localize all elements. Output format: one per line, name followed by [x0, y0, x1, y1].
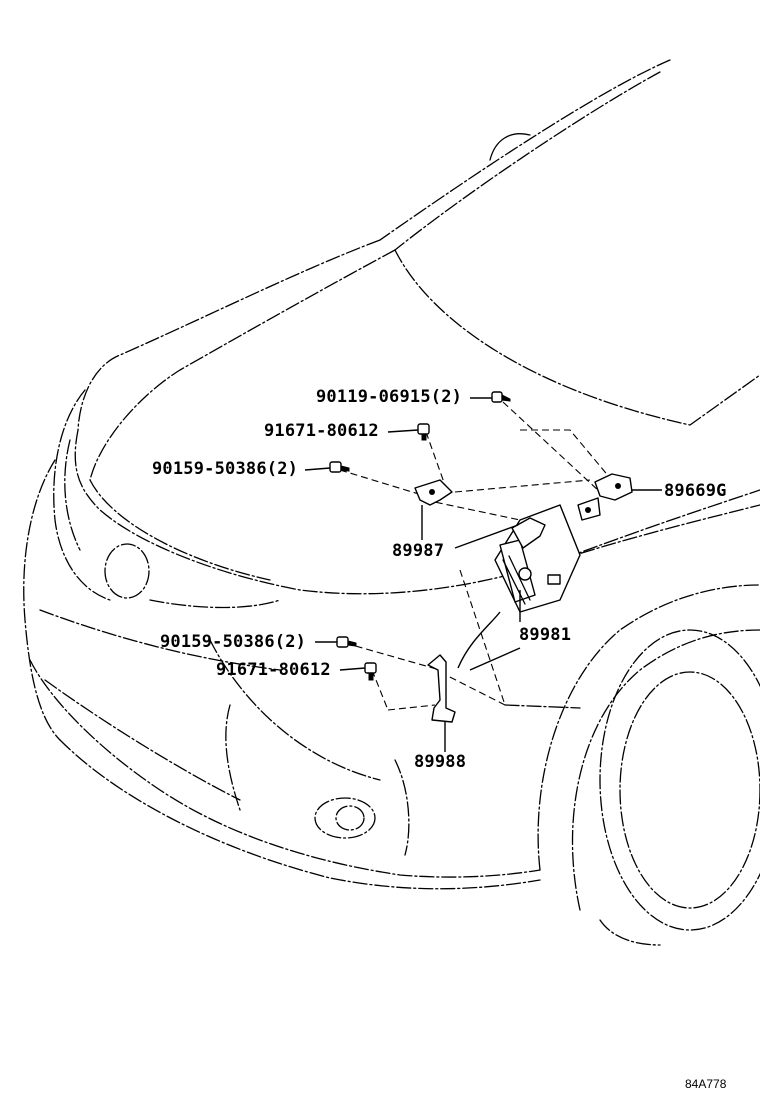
leader-lines — [304, 397, 662, 752]
diagram-code: 84A778 — [685, 1077, 727, 1091]
callout-91671-80612-bottom: 91671-80612 — [216, 660, 331, 680]
bracket-89987 — [414, 479, 453, 506]
sensor-89669G — [577, 473, 633, 521]
bolt-90119-06915 — [491, 391, 511, 403]
bolt-91671-80612-bottom — [364, 662, 377, 681]
callout-89981: 89981 — [519, 625, 572, 645]
bolt-91671-80612-top — [417, 423, 430, 441]
callout-90119-06915: 90119-06915(2) — [316, 387, 463, 407]
callout-89988: 89988 — [414, 752, 467, 772]
ecu-89981 — [494, 504, 581, 613]
callout-91671-80612-top: 91671-80612 — [264, 421, 379, 441]
bolt-90159-50386-bottom — [336, 636, 357, 648]
callout-89669G: 89669G — [664, 481, 727, 501]
assembly-guides — [339, 401, 611, 711]
bracket-89988 — [427, 654, 456, 723]
callout-90159-50386-bottom: 90159-50386(2) — [160, 632, 307, 652]
callout-89987: 89987 — [392, 541, 445, 561]
bolt-90159-50386-top — [329, 461, 350, 473]
car-outline — [23, 59, 760, 946]
callout-90159-50386-top: 90159-50386(2) — [152, 459, 299, 479]
